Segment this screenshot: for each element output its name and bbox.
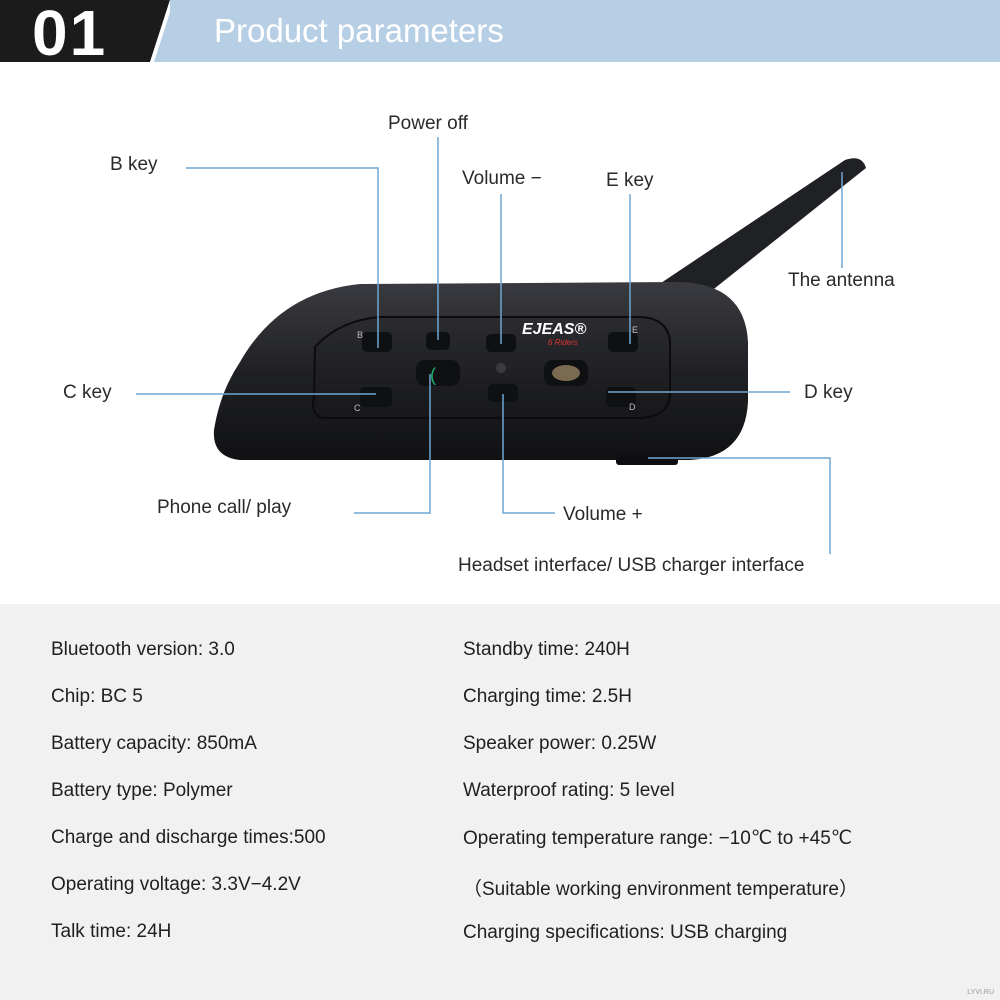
device-diagram: B E C ( D EJEAS® 6 Riders Power off B ke…	[0, 62, 1000, 602]
svg-text:(: (	[430, 365, 436, 385]
section-number-block: 01	[0, 0, 170, 69]
callout-volume-plus: Volume +	[563, 504, 643, 525]
page-title: Product parameters	[214, 12, 504, 49]
key-b: B	[357, 330, 392, 352]
spec-right: Charging time: 2.5H	[463, 686, 632, 707]
leader-b-key	[186, 167, 379, 348]
leader-lines	[136, 137, 843, 554]
specs-panel: Bluetooth version: 3.0 Chip: BC 5 Batter…	[0, 604, 1000, 1000]
brand-logo-text: EJEAS®	[522, 321, 586, 338]
spec-left: Charge and discharge times:500	[51, 827, 326, 848]
key-logo	[544, 360, 588, 386]
callout-antenna: The antenna	[788, 270, 895, 291]
header-banner: 01 Product parameters	[0, 0, 1000, 69]
callout-power-off: Power off	[388, 113, 468, 134]
key-power	[426, 332, 450, 350]
spec-right: Waterproof rating: 5 level	[463, 780, 675, 801]
section-number: 01	[32, 0, 108, 69]
intercom-body	[213, 282, 748, 465]
antenna	[655, 158, 866, 300]
callout-headset-interface: Headset interface/ USB charger interface	[458, 555, 805, 576]
callout-d-key: D key	[804, 382, 853, 403]
spec-right: Standby time: 240H	[463, 639, 630, 660]
key-volume-plus	[488, 384, 518, 402]
leader-headset-interface	[648, 457, 831, 554]
callout-phone-call: Phone call/ play	[157, 497, 292, 518]
key-e-letter: E	[632, 325, 638, 335]
key-c: C	[354, 387, 392, 413]
spec-left: Bluetooth version: 3.0	[51, 639, 235, 660]
spec-left: Talk time: 24H	[51, 921, 172, 942]
spec-left: Battery capacity: 850mA	[51, 733, 257, 754]
key-indicator	[496, 363, 506, 373]
header-title-block: Product parameters	[170, 0, 1000, 62]
key-b-letter: B	[357, 330, 363, 340]
callout-e-key: E key	[606, 170, 654, 191]
key-d-letter: D	[629, 402, 636, 412]
callout-b-key: B key	[110, 154, 158, 175]
spec-left: Battery type: Polymer	[51, 780, 233, 801]
spec-right: Charging specifications: USB charging	[463, 922, 788, 943]
spec-right: Speaker power: 0.25W	[463, 733, 657, 754]
model-logo-text: 6 Riders	[548, 338, 578, 347]
usb-port	[616, 455, 678, 465]
callout-volume-minus: Volume −	[462, 168, 542, 189]
watermark: LYVI.RU	[967, 989, 994, 996]
leader-phone-call	[354, 374, 431, 514]
spec-left: Operating voltage: 3.3V−4.2V	[51, 874, 301, 895]
spec-right: Operating temperature range: −10℃ to +45…	[463, 828, 853, 849]
leader-volume-plus	[502, 394, 555, 514]
spec-left: Chip: BC 5	[51, 686, 143, 707]
key-c-letter: C	[354, 403, 361, 413]
device-illustration: B E C ( D EJEAS® 6 Riders	[136, 137, 866, 554]
key-phone-call: (	[416, 360, 460, 386]
callout-c-key: C key	[63, 382, 112, 403]
spec-right: （Suitable working environment temperatur…	[463, 879, 858, 900]
